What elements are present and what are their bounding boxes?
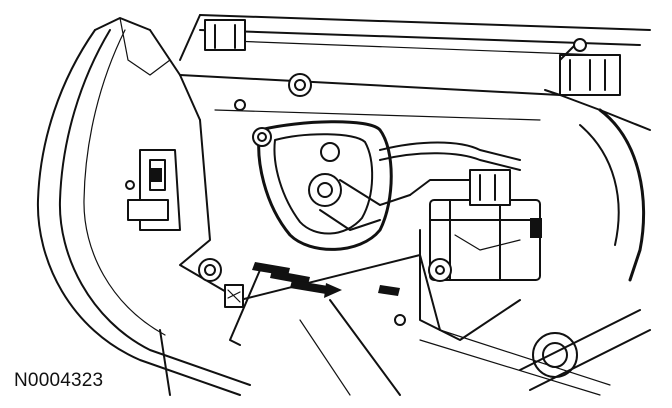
upper-bracket [544, 38, 621, 96]
latch-opening [257, 120, 411, 251]
lower-panel-edges [159, 329, 611, 396]
figure-callout-id: N0004323 [14, 370, 104, 392]
direction-arrows [252, 262, 400, 298]
striker-bracket [127, 149, 244, 308]
window-channel [179, 14, 651, 61]
regulator-motor [428, 169, 542, 282]
regulator-cable [229, 141, 521, 346]
inner-panel [179, 74, 651, 396]
fastener-holes [125, 73, 406, 326]
